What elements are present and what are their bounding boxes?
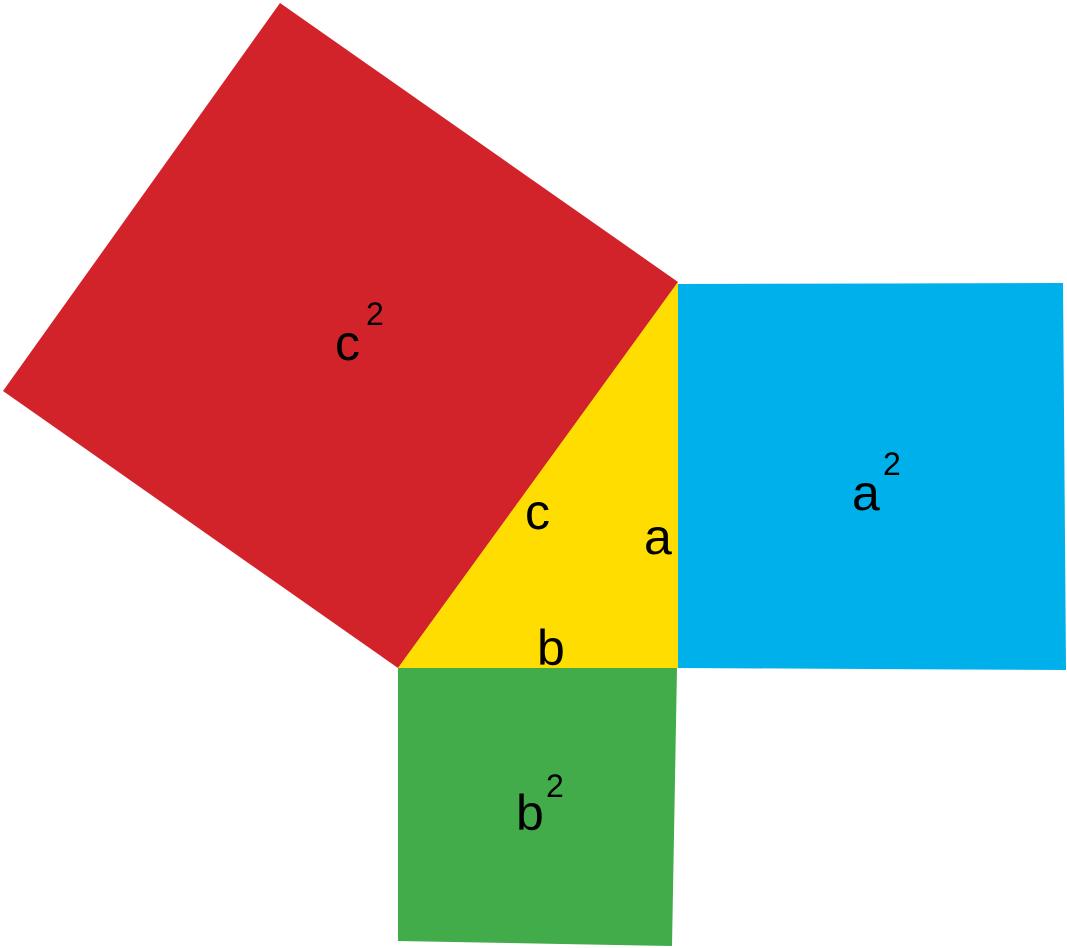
square-b	[398, 668, 677, 946]
label-side-b: b	[537, 620, 565, 676]
square-a	[678, 283, 1066, 670]
label-side-c: c	[525, 484, 550, 540]
label-c-squared-base: c	[335, 315, 360, 371]
label-side-a: a	[644, 509, 672, 565]
label-c-squared-exp: 2	[366, 296, 384, 332]
label-a-squared-exp: 2	[883, 446, 901, 482]
label-b-squared-exp: 2	[546, 768, 564, 804]
label-b-squared-base: b	[516, 785, 544, 841]
label-a-squared-base: a	[852, 465, 880, 521]
square-c	[3, 3, 678, 668]
right-triangle	[398, 282, 678, 668]
